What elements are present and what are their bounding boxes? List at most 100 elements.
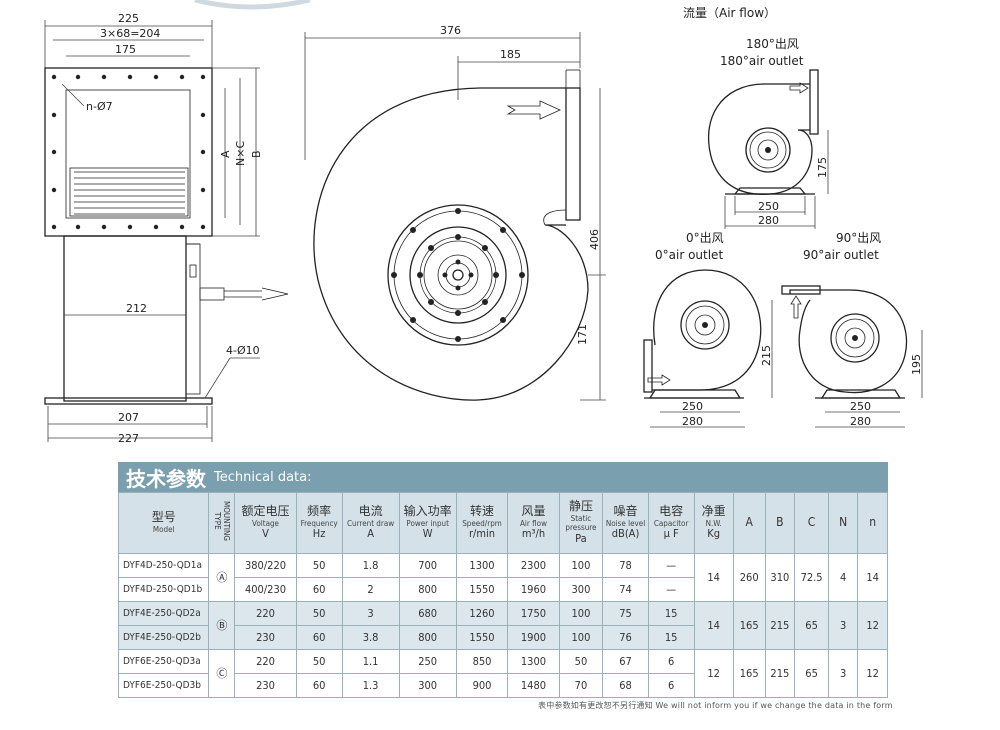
- table-cell: DYF4E-250-QD2a: [117, 600, 210, 626]
- table-cell: DYF4D-250-QD1a: [117, 552, 210, 578]
- dim-207: 207: [118, 411, 139, 424]
- table-cell: 1260: [455, 600, 509, 626]
- col-c: C: [794, 492, 829, 554]
- dim-hole: n-Ø7: [86, 100, 113, 113]
- table-cell: 68: [602, 672, 649, 698]
- table-cell: Ⓒ: [208, 648, 236, 698]
- table-cell: 1750: [507, 600, 560, 626]
- table-cell: 1900: [507, 624, 560, 650]
- table-cell: 850: [455, 648, 509, 674]
- table-cell: 70: [558, 672, 604, 698]
- table-cell: 250: [398, 648, 457, 674]
- table-cell: 2300: [507, 552, 560, 578]
- table-cell: 165: [732, 648, 766, 698]
- table-cell: 14: [693, 600, 734, 650]
- dim-376: 376: [440, 24, 461, 37]
- table-cell: 700: [398, 552, 457, 578]
- table-cell: 3: [827, 600, 859, 650]
- outlet-0-h: 215: [760, 345, 773, 366]
- table-cell: 800: [398, 624, 457, 650]
- table-cell: 50: [295, 648, 343, 674]
- footnote: 表中参数如有更改恕不另行通知 We will not inform you if…: [538, 701, 893, 710]
- dim-nxc: N×C: [234, 141, 247, 166]
- table-cell: 220: [234, 648, 297, 674]
- table-cell: 65: [794, 648, 829, 698]
- table-cell: 1.1: [341, 648, 400, 674]
- table-cell: 78: [602, 552, 649, 578]
- outlet-180-view: 180°出风 180°air outlet 175 250 280: [707, 37, 829, 229]
- table-cell: 3: [827, 648, 859, 698]
- table-cell: 65: [794, 600, 829, 650]
- table-cell: 14: [693, 552, 734, 602]
- table-cell: 100: [558, 552, 604, 578]
- outlet-0-w1: 250: [682, 400, 703, 413]
- dim-406: 406: [588, 229, 601, 250]
- dim-b: B: [250, 150, 263, 158]
- col-a: A: [732, 492, 766, 554]
- table-cell: 75: [602, 600, 649, 626]
- dim-foot: 4-Ø10: [226, 344, 260, 357]
- table-cell: 1300: [507, 648, 560, 674]
- table-cell: 100: [558, 600, 604, 626]
- outlet-90-view: 90°出风 90°air outlet 195 250 280: [781, 231, 923, 428]
- table-cell: 100: [558, 624, 604, 650]
- outlet-0-w2: 280: [682, 415, 703, 428]
- dim-3x68: 3×68=204: [100, 27, 160, 40]
- table-cell: 15: [647, 624, 695, 650]
- front-view: 225 3×68=204 175 n-Ø7 A N×C: [44, 12, 289, 445]
- table-cell: 12: [693, 648, 734, 698]
- table-cell: 220: [234, 600, 297, 626]
- table-cell: 74: [602, 576, 649, 602]
- table-cell: 60: [295, 624, 343, 650]
- table-cell: Ⓑ: [208, 600, 236, 650]
- outlet-90-cn: 90°出风: [836, 231, 881, 245]
- outlet-180-w1: 250: [758, 200, 779, 213]
- table-title-en: Technical data:: [214, 469, 312, 485]
- table-cell: 3: [341, 600, 400, 626]
- table-cell: 3.8: [341, 624, 400, 650]
- dim-175: 175: [115, 43, 136, 56]
- outlet-90-w2: 280: [850, 415, 871, 428]
- table-cell: 800: [398, 576, 457, 602]
- table-cell: 76: [602, 624, 649, 650]
- airflow-label: 流量（Air flow）: [683, 6, 776, 20]
- outlet-0-en: 0°air outlet: [655, 248, 723, 262]
- dim-227: 227: [118, 432, 139, 445]
- table-cell: 380/220: [234, 552, 297, 578]
- table-cell: 1300: [455, 552, 509, 578]
- outlet-180-h: 175: [816, 157, 829, 178]
- table-cell: 230: [234, 672, 297, 698]
- table-cell: —: [647, 552, 695, 578]
- table-cell: 50: [295, 552, 343, 578]
- table-title-bar: 技术参数 Technical data:: [118, 462, 888, 492]
- side-view: 376 185 406 171: [304, 24, 606, 401]
- table-cell: 72.5: [794, 552, 829, 602]
- table-cell: 300: [558, 576, 604, 602]
- table-cell: 12: [857, 648, 888, 698]
- table-cell: 4: [827, 552, 859, 602]
- table-cell: 6: [647, 648, 695, 674]
- outlet-180-en: 180°air outlet: [720, 54, 804, 68]
- table-cell: 12: [857, 600, 888, 650]
- table-cell: 300: [398, 672, 457, 698]
- table-cell: 260: [732, 552, 766, 602]
- table-cell: 310: [764, 552, 796, 602]
- dim-185: 185: [500, 48, 521, 61]
- col-b: B: [764, 492, 796, 554]
- dim-a: A: [219, 150, 232, 158]
- table-cell: 15: [647, 600, 695, 626]
- table-cell: 60: [295, 672, 343, 698]
- outlet-180-w2: 280: [758, 214, 779, 227]
- outlet-0-cn: 0°出风: [686, 231, 724, 245]
